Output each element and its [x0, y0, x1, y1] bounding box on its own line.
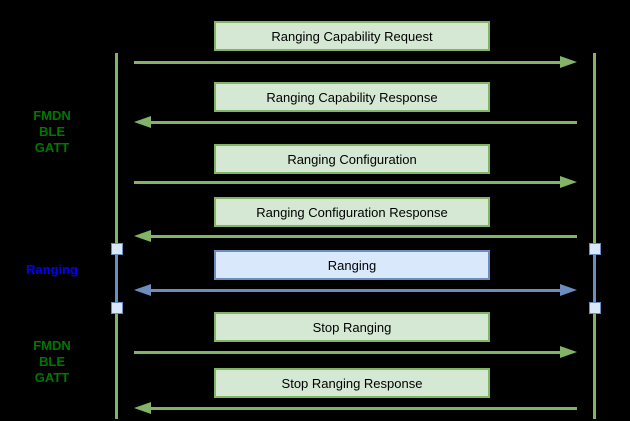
message-label: Ranging	[327, 257, 377, 273]
arrow-ranging-capability-request	[134, 56, 577, 69]
arrow-line	[147, 407, 577, 410]
phase-label-line: FMDN	[33, 338, 71, 353]
phase-label-line: BLE	[39, 124, 65, 139]
ranging-endpoint-square-right-bottom	[589, 302, 601, 314]
ranging-endpoint-square-left-top	[111, 243, 123, 255]
arrowhead-right-icon	[560, 346, 577, 358]
arrow-line	[147, 289, 564, 292]
phase-label-line: GATT	[34, 140, 70, 155]
message-box-stop-ranging-response: Stop Ranging Response	[214, 368, 490, 398]
arrowhead-left-icon	[134, 284, 151, 296]
arrow-ranging-configuration	[134, 176, 577, 189]
arrowhead-right-icon	[560, 176, 577, 188]
arrowhead-left-icon	[134, 230, 151, 242]
arrow-stop-ranging	[134, 346, 577, 359]
message-label: Ranging Capability Response	[266, 89, 438, 105]
phase-label-fmdn-ble-gatt-top: FMDN BLE GATT	[0, 108, 104, 156]
message-label: Ranging Configuration Response	[256, 204, 448, 220]
arrow-ranging-bidirectional	[134, 284, 577, 297]
phase-label-ranging: Ranging	[0, 262, 104, 278]
arrow-line	[134, 351, 564, 354]
message-box-ranging-configuration-response: Ranging Configuration Response	[214, 197, 490, 227]
lifeline-right	[593, 53, 596, 419]
phase-label-line: GATT	[34, 370, 70, 385]
message-label: Ranging Capability Request	[271, 28, 433, 44]
arrowhead-left-icon	[134, 116, 151, 128]
arrowhead-right-icon	[560, 56, 577, 68]
lifeline-right-ranging-segment	[593, 249, 596, 308]
message-label: Stop Ranging Response	[281, 375, 423, 391]
message-box-stop-ranging: Stop Ranging	[214, 312, 490, 342]
message-box-ranging: Ranging	[214, 250, 490, 280]
message-label: Stop Ranging	[312, 319, 392, 335]
ranging-endpoint-square-right-top	[589, 243, 601, 255]
arrow-ranging-configuration-response	[134, 230, 577, 243]
phase-label-line: Ranging	[26, 262, 78, 277]
phase-label-fmdn-ble-gatt-bottom: FMDN BLE GATT	[0, 338, 104, 386]
arrow-ranging-capability-response	[134, 116, 577, 129]
arrow-line	[134, 181, 564, 184]
message-box-ranging-capability-response: Ranging Capability Response	[214, 82, 490, 112]
arrowhead-right-icon	[560, 284, 577, 296]
message-box-ranging-capability-request: Ranging Capability Request	[214, 21, 490, 51]
arrow-line	[134, 61, 564, 64]
lifeline-left	[115, 53, 118, 419]
message-box-ranging-configuration: Ranging Configuration	[214, 144, 490, 174]
phase-label-line: BLE	[39, 354, 65, 369]
ranging-endpoint-square-left-bottom	[111, 302, 123, 314]
message-label: Ranging Configuration	[287, 151, 417, 167]
arrow-line	[147, 235, 577, 238]
arrow-stop-ranging-response	[134, 402, 577, 415]
arrow-line	[147, 121, 577, 124]
lifeline-left-ranging-segment	[115, 249, 118, 308]
phase-label-line: FMDN	[33, 108, 71, 123]
arrowhead-left-icon	[134, 402, 151, 414]
